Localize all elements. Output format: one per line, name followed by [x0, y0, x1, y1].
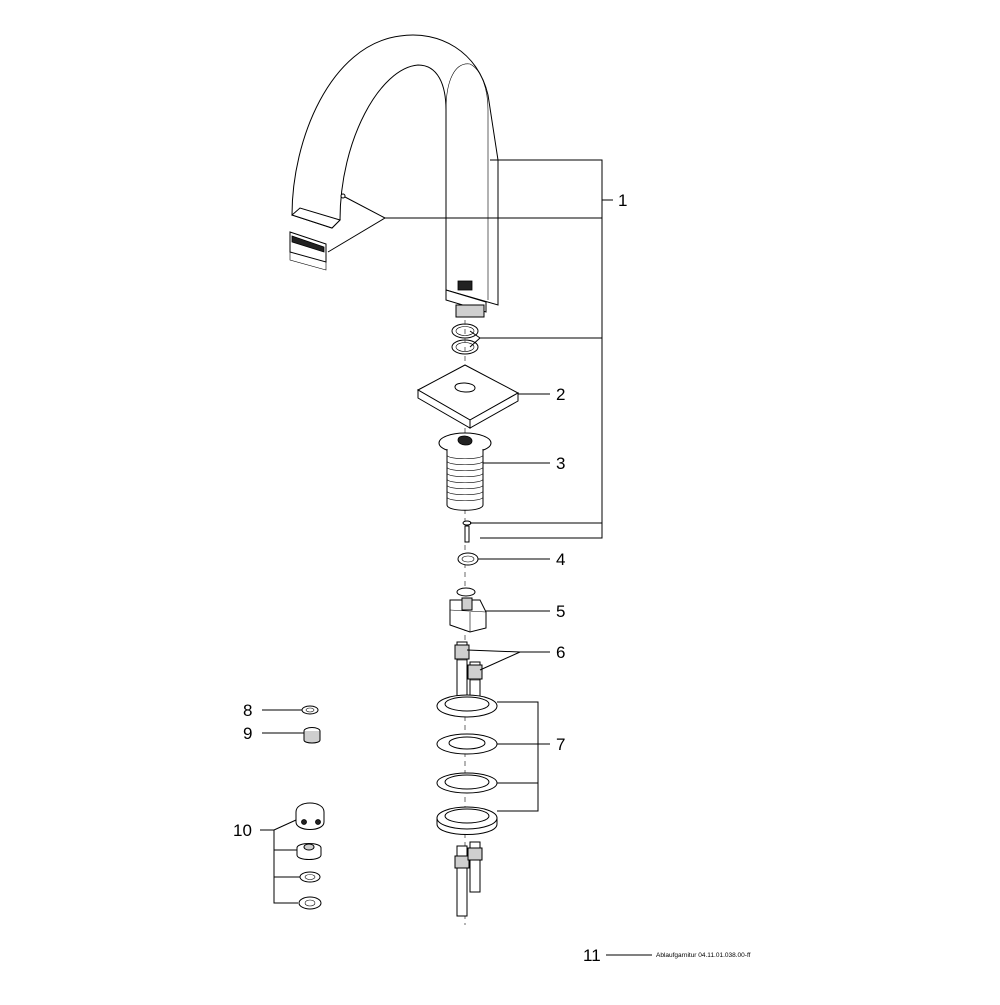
callout-11: 11: [583, 946, 601, 965]
callout-2: 2: [556, 385, 565, 404]
threaded-sleeve: [438, 432, 492, 511]
drain-note: Ablaufgarnitur 04.11.01.038.00-ff: [656, 952, 751, 959]
callout-8: 8: [243, 701, 252, 720]
washer: [457, 552, 479, 566]
aerator: [289, 231, 327, 271]
fixing-screw: [462, 520, 472, 543]
handle-set: [295, 802, 325, 910]
callout-1: 1: [618, 191, 627, 210]
cover-plate: [416, 364, 520, 429]
callout-3: 3: [556, 454, 565, 473]
callout-6: 6: [556, 643, 565, 662]
insert-bushing: [303, 727, 321, 744]
spout: [291, 34, 499, 318]
callout-9: 9: [243, 724, 252, 743]
mounting-set: [436, 694, 498, 835]
callout-10: 10: [233, 821, 252, 840]
hose-ends: [454, 841, 483, 917]
connection-hoses: [454, 641, 483, 703]
callout-7: 7: [556, 735, 565, 754]
seal-ring: [301, 705, 319, 715]
hex-nut: [449, 587, 487, 633]
logo-mark: [457, 280, 473, 291]
callout-4: 4: [556, 550, 565, 569]
callout-5: 5: [556, 602, 565, 621]
leader-lines: [260, 159, 652, 956]
